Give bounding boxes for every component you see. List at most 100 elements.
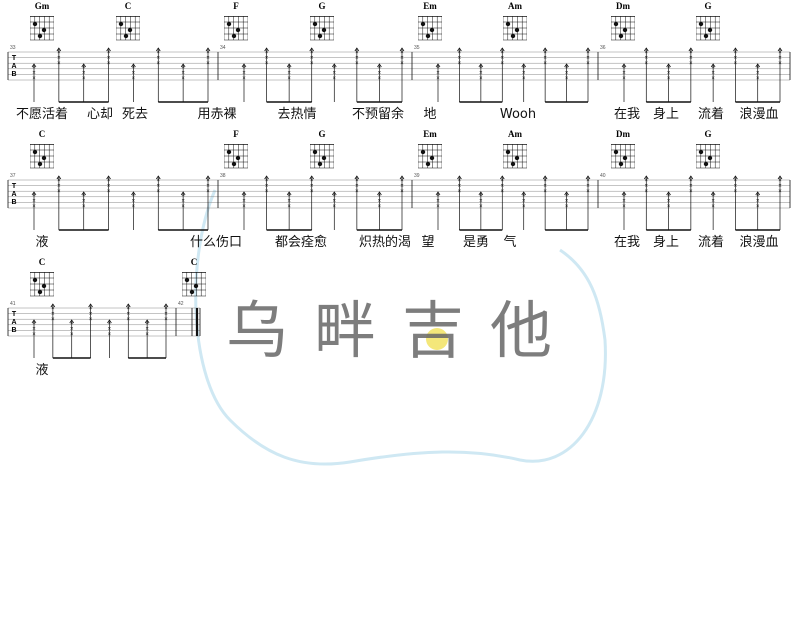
finger-dot xyxy=(37,289,43,295)
strum-note: ××× xyxy=(31,319,37,358)
finger-dot xyxy=(226,21,232,27)
chord-diagram: Dm xyxy=(611,1,635,41)
chord-name: Dm xyxy=(616,129,630,139)
finger-dot xyxy=(123,33,129,39)
chord-diagram: C xyxy=(30,129,54,169)
chord-name: G xyxy=(318,1,325,11)
finger-dot xyxy=(703,33,709,39)
strum-note: ××× xyxy=(435,63,441,102)
lyric-syllable: 是勇 xyxy=(463,235,489,250)
chord-name: C xyxy=(39,129,46,139)
strum-note: ××× xyxy=(777,175,783,230)
chord-name: G xyxy=(704,129,711,139)
strum-note: ××× xyxy=(777,47,783,102)
chord-name: F xyxy=(233,1,239,11)
strum-note: ××× xyxy=(205,175,211,230)
finger-dot xyxy=(613,21,619,27)
finger-dot xyxy=(312,21,318,27)
strum-note: ××× xyxy=(710,191,716,230)
bar-number: 40 xyxy=(600,173,606,179)
finger-dot xyxy=(622,27,628,33)
chord-diagram: Em xyxy=(418,129,442,169)
strum-note: ××× xyxy=(585,175,591,230)
lyric-syllable: Wooh xyxy=(500,107,536,122)
strum-note: ××× xyxy=(377,63,382,102)
chord-diagram: Am xyxy=(503,129,527,169)
lyric-syllable: 去热情 xyxy=(277,107,316,122)
finger-dot xyxy=(420,149,426,155)
strum-note: ××× xyxy=(399,47,405,102)
lyric-syllable: 气 xyxy=(503,234,516,250)
strum-note: ××× xyxy=(521,63,527,102)
strum-note: ××× xyxy=(163,303,169,358)
strum-note: ××× xyxy=(621,63,627,102)
strum-note: ××× xyxy=(241,63,247,102)
lyric-syllable: 不愿活着 xyxy=(16,106,68,122)
strum-note: ××× xyxy=(88,303,93,358)
finger-dot xyxy=(37,161,43,167)
strum-note: ××× xyxy=(643,47,649,102)
strum-note: ××× xyxy=(131,191,136,230)
strum-note: ××× xyxy=(264,175,269,230)
finger-dot xyxy=(429,27,435,33)
strum-note: ××× xyxy=(107,319,112,358)
finger-dot xyxy=(312,149,318,155)
strum-note: ××× xyxy=(564,191,569,230)
finger-dot xyxy=(622,155,628,161)
chord-name: Em xyxy=(423,129,437,139)
finger-dot xyxy=(317,33,323,39)
lyric-syllable: 都会痊愈 xyxy=(275,234,327,250)
strum-note: ××× xyxy=(56,175,62,230)
strum-note: ××× xyxy=(180,191,186,230)
lyric-syllable: 身上 xyxy=(653,106,679,122)
strum-note: ××× xyxy=(710,63,716,102)
strum-note: ××× xyxy=(733,175,738,230)
finger-dot xyxy=(32,149,38,155)
finger-dot xyxy=(420,21,426,27)
lyric-syllable: 心却 xyxy=(87,107,113,122)
finger-dot xyxy=(707,155,713,161)
bar-number: 37 xyxy=(10,173,16,179)
finger-dot xyxy=(429,155,435,161)
bar-number: 36 xyxy=(600,45,606,51)
strum-note: ××× xyxy=(666,63,671,102)
chord-name: G xyxy=(704,1,711,11)
finger-dot xyxy=(189,289,195,295)
strum-note: ××× xyxy=(155,47,161,102)
finger-dot xyxy=(193,283,199,289)
finger-dot xyxy=(32,21,38,27)
strum-note: ××× xyxy=(205,47,211,102)
finger-dot xyxy=(425,161,431,167)
strum-note: ××× xyxy=(286,191,292,230)
chord-diagram: G xyxy=(310,129,334,169)
strum-note: ××× xyxy=(478,63,484,102)
tab-row: GmCFGEmAmDmGTAB33343536×××××××××××××××××… xyxy=(7,1,791,122)
finger-dot xyxy=(231,33,237,39)
strum-note: ××× xyxy=(457,175,462,230)
chord-name: Am xyxy=(508,1,522,11)
strum-note: ××× xyxy=(354,175,360,230)
finger-dot xyxy=(37,33,43,39)
watermark-sun xyxy=(426,328,448,350)
chord-diagram: C xyxy=(30,257,54,297)
chord-diagram: Gm xyxy=(30,1,54,41)
chord-name: F xyxy=(233,129,239,139)
chord-diagram: Am xyxy=(503,1,527,41)
finger-dot xyxy=(41,283,47,289)
strum-note: ××× xyxy=(688,175,694,230)
strum-note: ××× xyxy=(564,63,569,102)
finger-dot xyxy=(510,33,516,39)
finger-dot xyxy=(703,161,709,167)
strum-note: ××× xyxy=(478,191,484,230)
strum-note: ××× xyxy=(125,303,131,358)
chord-diagram: G xyxy=(696,1,720,41)
bar-number: 33 xyxy=(10,45,16,51)
chord-name: C xyxy=(125,1,132,11)
strum-note: ××× xyxy=(643,175,649,230)
strum-note: ××× xyxy=(331,63,337,102)
lyric-syllable: 在我 xyxy=(614,235,640,250)
finger-dot xyxy=(613,149,619,155)
